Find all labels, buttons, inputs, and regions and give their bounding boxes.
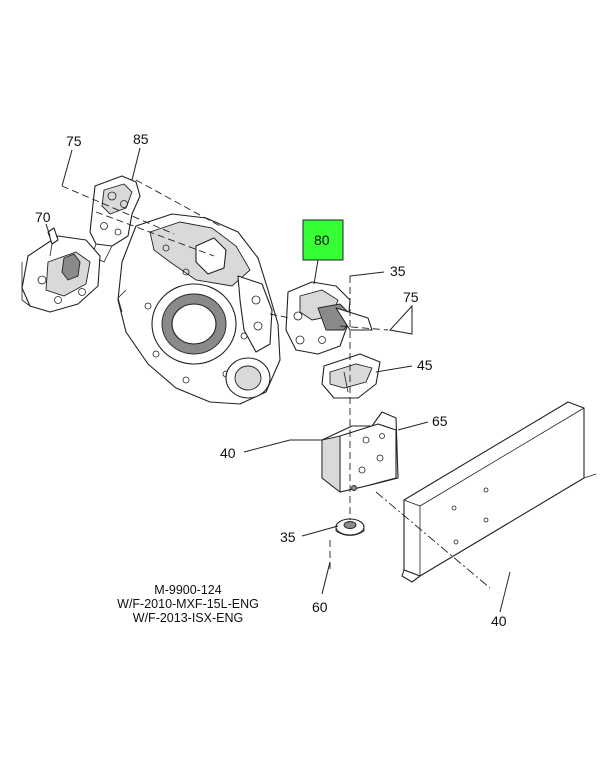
callout-35-top: 35 — [390, 263, 406, 279]
caption-model-2: W/F-2013-ISX-ENG — [133, 611, 243, 625]
insulator-45 — [321, 353, 381, 399]
washer-35 — [335, 518, 365, 536]
frame-rail — [401, 401, 597, 583]
leader-lines — [45, 147, 511, 613]
callout-70: 70 — [35, 209, 51, 225]
callout-75-right: 75 — [403, 289, 419, 305]
callout-75-top: 75 — [66, 133, 82, 149]
callout-45: 45 — [417, 357, 433, 373]
caption-model-1: W/F-2010-MXF-15L-ENG — [117, 597, 259, 611]
callout-40-bottom: 40 — [491, 613, 507, 629]
assembly-lines — [61, 179, 491, 589]
callout-35-bottom: 35 — [280, 529, 296, 545]
callout-65: 65 — [432, 413, 448, 429]
part-80-highlight — [302, 219, 344, 261]
callout-85: 85 — [133, 131, 149, 147]
caption-drawing-number: M-9900-124 — [154, 583, 221, 597]
engine-mount-bracket-left — [21, 175, 141, 313]
callout-60: 60 — [312, 599, 328, 615]
callout-40-left: 40 — [220, 445, 236, 461]
frame-bracket-65 — [321, 411, 399, 493]
flywheel-housing — [117, 213, 281, 405]
callout-80: 80 — [314, 232, 330, 248]
engine-mount-bracket-right — [285, 281, 373, 355]
